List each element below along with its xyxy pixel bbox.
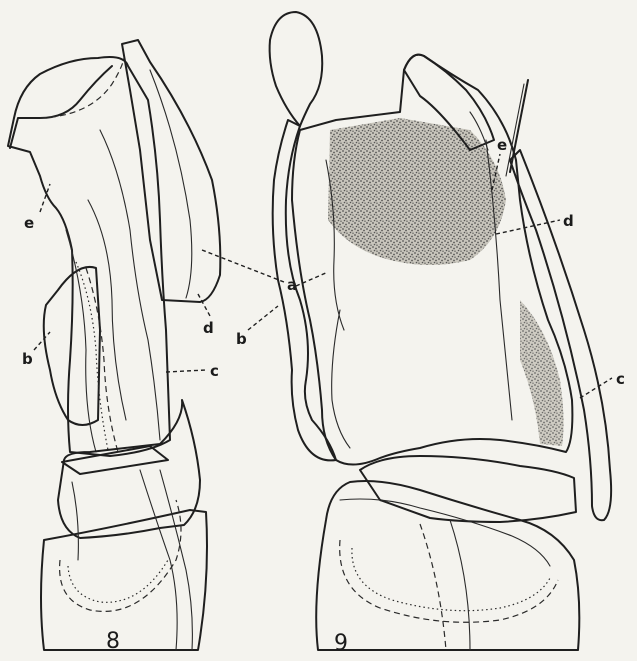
- fig8-basal-line-2: [140, 470, 177, 650]
- figure-8-drawing: [8, 40, 220, 650]
- fig8-basal-segment: [41, 510, 207, 650]
- fig8-lower-collar: [62, 446, 168, 474]
- fig8-inner-line-1: [100, 130, 160, 440]
- fig9-dense-area: [328, 118, 506, 265]
- fig8-inner-line-2: [88, 200, 126, 420]
- fig8-lower-segment: [58, 400, 200, 538]
- fig9-leader-b: [248, 306, 278, 330]
- fig8-leader-b: [34, 332, 50, 350]
- figure-9-drawing: [270, 12, 612, 650]
- fig9-basal-dash-2: [420, 524, 446, 650]
- fig9-label-d: d: [563, 212, 574, 230]
- fig8-leader-a: [202, 250, 284, 282]
- fig9-label-c: c: [616, 370, 625, 388]
- fig9-dense-right: [520, 300, 564, 446]
- fig8-top-lip: [10, 66, 112, 148]
- fig9-basal-line-2: [450, 520, 470, 650]
- fig9-label-b: b: [236, 330, 247, 348]
- fig9-dorsal-lobe: [270, 12, 323, 126]
- fig8-leader-c: [166, 370, 206, 372]
- fig9-number: 9: [334, 631, 348, 656]
- fig8-label-b: b: [22, 350, 33, 368]
- fig9-basal-segment: [316, 481, 579, 650]
- fig9-basal-line-1: [340, 499, 550, 566]
- fig8-label-d: d: [203, 319, 214, 337]
- fig9-label-e: e: [497, 136, 507, 154]
- fig8-label-c: c: [210, 362, 219, 380]
- fig8-main-sclerite: [8, 57, 170, 456]
- fig8-number: 8: [106, 629, 120, 654]
- fig9-needle-2: [506, 84, 524, 176]
- fig9-basal-dot-1: [352, 548, 550, 611]
- fig9-needle: [510, 80, 528, 172]
- fig8-flap-d: [150, 70, 192, 298]
- fig9-basal-dash-1: [340, 540, 558, 622]
- fig8-label-e: e: [24, 214, 34, 232]
- fig9-leader-c: [580, 378, 612, 398]
- fig9-lower-collar: [360, 456, 576, 522]
- fig9-inner-line-2: [332, 310, 350, 448]
- fig8-basal-line-1: [72, 482, 78, 560]
- fig8-basal-dot-1: [68, 560, 168, 602]
